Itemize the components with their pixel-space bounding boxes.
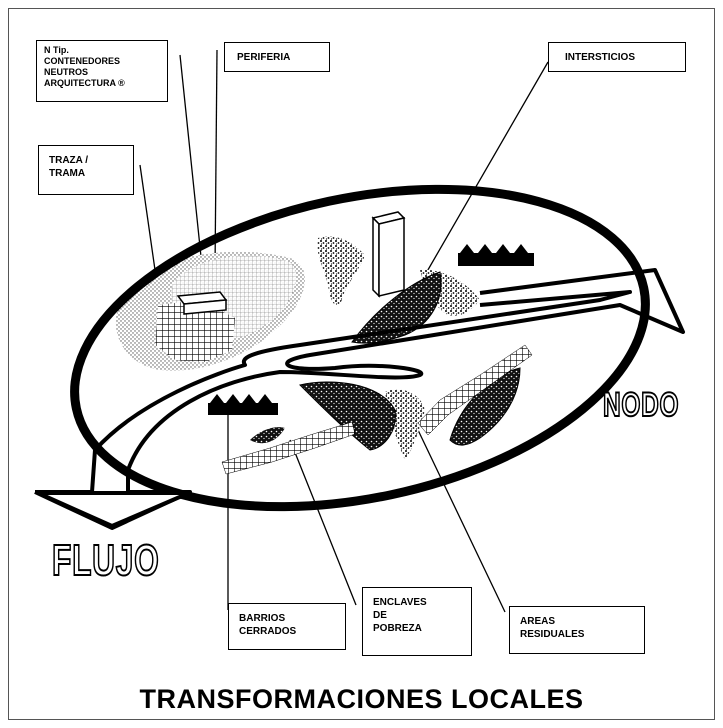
traza-grid [155,300,235,362]
contenedor-box [176,291,228,315]
label-intersticios: INTERSTICIOS [548,42,686,72]
nodo-label: NODO [602,385,680,425]
leader-periferia [214,49,218,271]
grid-band-left [221,421,356,475]
node-ellipse [70,184,650,512]
label-barrios: BARRIOS CERRADOS [228,603,346,650]
dark-shape-2 [299,381,396,451]
label-traza: TRAZA / TRAMA [38,145,134,195]
flow-arrowhead [36,491,191,528]
dark-shape-3 [449,367,521,446]
grid-band-right [417,344,533,436]
label-enclaves: ENCLAVES DE POBREZA [362,587,472,656]
page-title: TRANSFORMACIONES LOCALES [139,684,584,714]
speckle-zone-bottom [385,389,425,460]
label-periferia: PERIFERIA [224,42,330,72]
tower [371,211,406,298]
diagram-frame [8,8,715,720]
houses-left [208,394,278,415]
speckle-zone-top [317,236,365,305]
label-contenedores: N Tip. CONTENEDORES NEUTROS ARQUITECTURA… [36,40,168,102]
leader-intersticios [424,61,549,276]
houses-top [458,244,534,266]
dark-shape-4 [250,427,285,444]
leader-areas [417,429,506,613]
flujo-label: FLUJO [51,535,160,586]
label-areas: AREAS RESIDUALES [509,606,645,654]
leader-enclaves [289,439,357,606]
